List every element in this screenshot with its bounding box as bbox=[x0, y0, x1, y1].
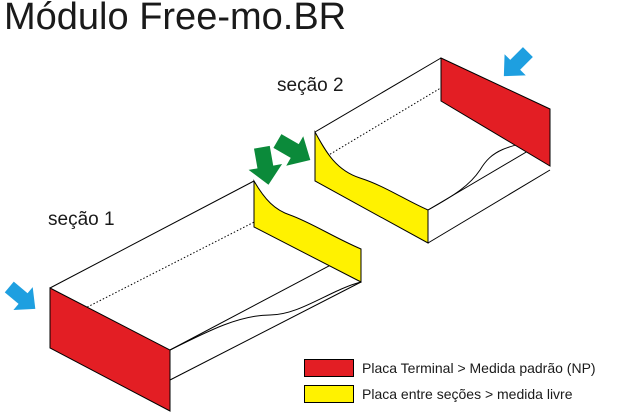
arrow-blue-top-icon bbox=[503, 47, 533, 77]
page-title: Módulo Free-mo.BR bbox=[4, 0, 347, 38]
arrow-green-down-icon bbox=[248, 145, 283, 185]
section-1-terrain-profile bbox=[169, 281, 362, 351]
section-2-box bbox=[314, 57, 551, 244]
section-2-terminal-plate bbox=[440, 57, 551, 167]
legend-item-section-plate: Placa entre seções > medida livre bbox=[304, 383, 573, 405]
section-1-terminal-plate bbox=[49, 287, 171, 412]
section-2-section-plate bbox=[314, 130, 429, 244]
section-1-section-plate bbox=[253, 179, 362, 283]
section-1-label: seção 1 bbox=[48, 209, 115, 230]
section-2-top-back-edge bbox=[314, 57, 442, 133]
section-1-bottom-edge bbox=[169, 281, 362, 381]
section-1-hidden-edge bbox=[55, 214, 269, 324]
legend-swatch-red bbox=[304, 359, 354, 377]
arrow-blue-bottom-icon bbox=[4, 281, 36, 311]
legend-label-section-plate: Placa entre seções > medida livre bbox=[362, 386, 573, 402]
legend-item-terminal-plate: Placa Terminal > Medida padrão (NP) bbox=[304, 357, 596, 379]
section-2-hidden-edge bbox=[326, 85, 445, 157]
section-1-top-back-edge bbox=[49, 180, 255, 289]
legend-swatch-yellow bbox=[304, 385, 354, 403]
section-2-bottom-edge bbox=[427, 169, 551, 244]
arrow-green-right-icon bbox=[273, 134, 311, 166]
section-2-label: seção 2 bbox=[277, 75, 344, 96]
legend-label-terminal-plate: Placa Terminal > Medida padrão (NP) bbox=[362, 360, 596, 376]
